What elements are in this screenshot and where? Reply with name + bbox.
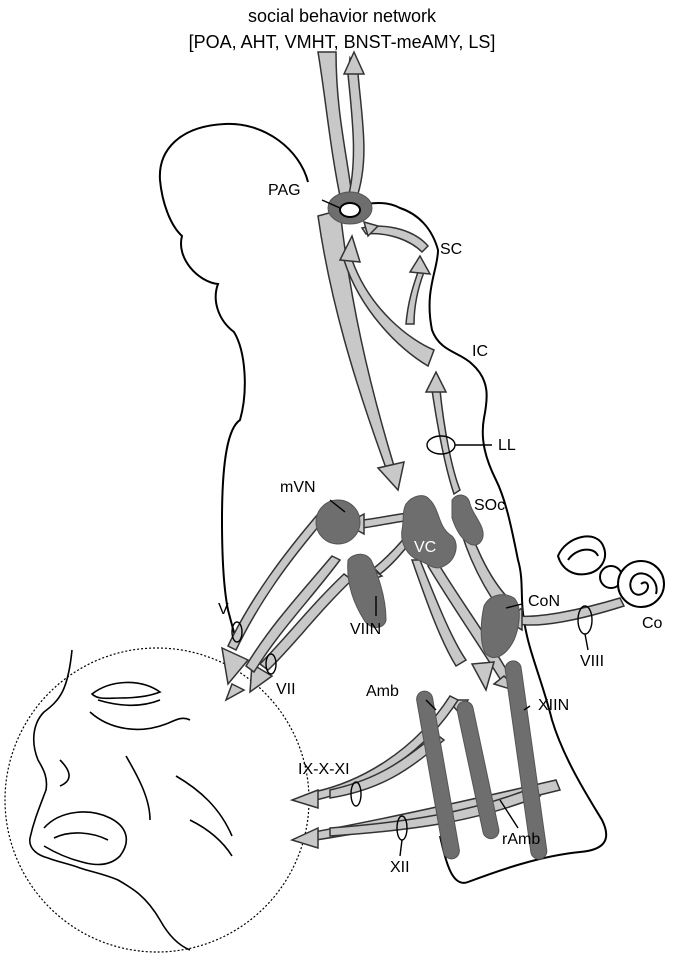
label-xii: XII [390,859,410,876]
ix-x-xi-nerve-marker [350,781,362,807]
label-mvn: mVN [280,479,316,496]
brain-outline [158,122,608,884]
vii-nerve-marker [265,653,277,675]
label-ix-x-xi: IX-X-XI [298,761,350,778]
label-v: V [218,601,229,618]
label-pag: PAG [268,182,301,199]
xiin-column [504,660,548,860]
pathways [221,50,626,850]
label-co: Co [642,615,663,632]
label-xiin: XIIN [538,697,569,714]
label-amb: Amb [366,683,399,700]
title-line-2: [POA, AHT, VMHT, BNST-meAMY, LS] [189,32,496,52]
amb-column [416,690,460,860]
label-viii: VIII [580,653,604,670]
label-ll: LL [498,437,516,454]
soc-nucleus [451,494,484,546]
v-nerve-marker [231,621,243,643]
vc-nucleus [401,495,457,569]
nuclei [315,191,548,860]
con-nucleus [480,594,520,658]
mvn-nucleus [315,499,361,545]
pag-center [339,202,361,218]
label-vii: VII [276,681,296,698]
ear-illustration [556,535,665,608]
label-soc: SOc [474,497,505,514]
label-ic: IC [472,343,488,360]
nerve-markers [231,199,593,857]
label-vc: VC [414,539,436,556]
label-sc: SC [440,241,462,258]
label-ramb: rAmb [502,831,540,848]
face-illustration [29,649,233,951]
ramb-column [456,700,500,840]
label-con: CoN [528,593,560,610]
label-viin: VIIN [350,621,381,638]
title-line-1: social behavior network [248,6,437,26]
